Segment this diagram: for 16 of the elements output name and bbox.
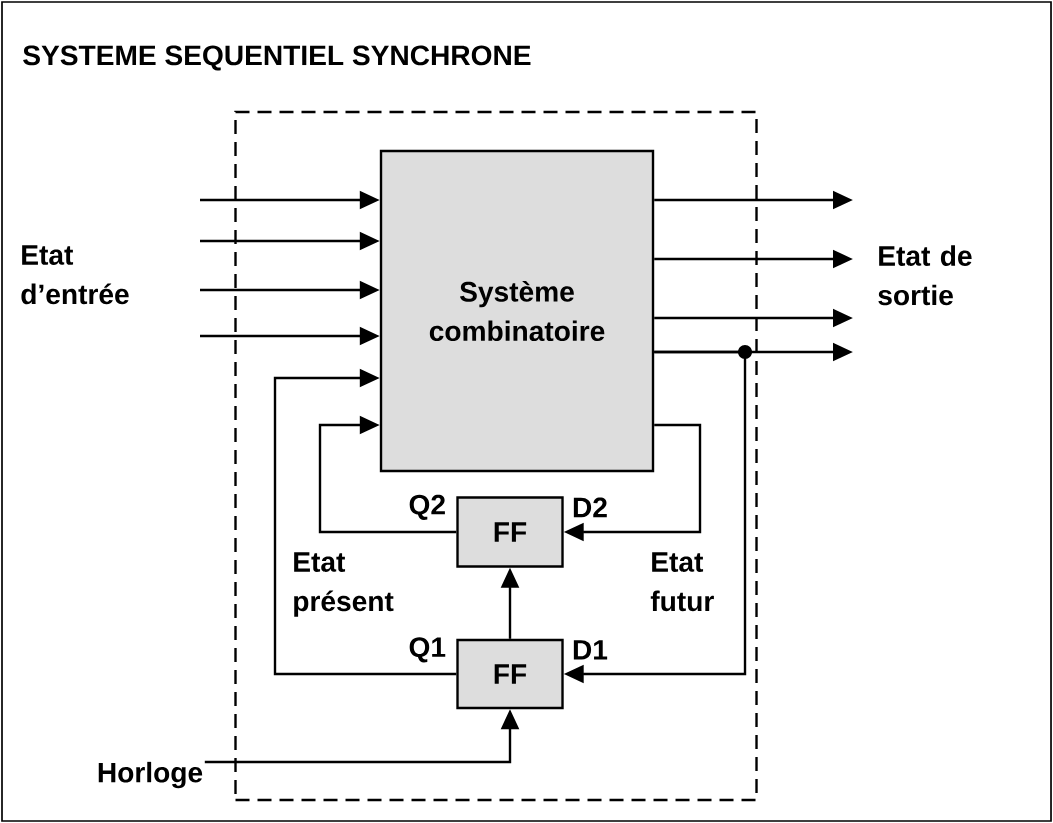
arrow	[318, 415, 457, 534]
signal-label: Etat présent	[294, 552, 394, 617]
arrow	[273, 368, 457, 676]
signal-label: Etat de sortie	[878, 245, 972, 306]
signal-label: Etat futur	[650, 552, 714, 612]
pin-label: D1	[573, 640, 608, 660]
signal-label: Etat d’entrée	[21, 245, 129, 305]
flip-flop-box: FF	[456, 638, 564, 710]
pin-label: Q2	[409, 494, 445, 520]
pin-label: D2	[573, 497, 607, 518]
title: SYSTEME SEQUENTIEL SYNCHRONE	[23, 45, 531, 71]
pin-label: Q1	[409, 637, 446, 663]
dashed-frame	[234, 110, 758, 802]
process-box: Système combinatoire	[379, 149, 655, 473]
input-label: Horloge	[98, 761, 203, 789]
flip-flop-box: FF	[456, 496, 564, 568]
